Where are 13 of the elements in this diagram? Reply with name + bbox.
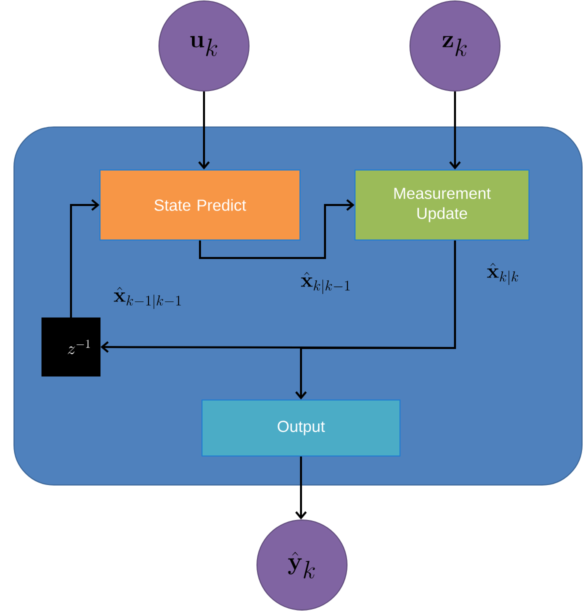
process-box: State Predict [100,170,300,240]
edge-label: $\hat{\mathbf{x}}_{k|k}$ [487,263,518,285]
edge-label: $\hat{\mathbf{x}}_{k-1|k-1}$ [114,287,181,309]
delay-box: $z^{-1}$ [42,318,100,376]
process-box: Measurement Update [354,170,530,240]
arrow [198,92,210,170]
arrow [70,199,100,318]
arrow [295,456,307,520]
arrow [295,240,456,400]
process-box: Output [202,400,400,456]
arrow [449,92,461,170]
edge-label: $\hat{\mathbf{x}}_{k|k-1}$ [301,272,350,294]
arrow [199,199,354,259]
